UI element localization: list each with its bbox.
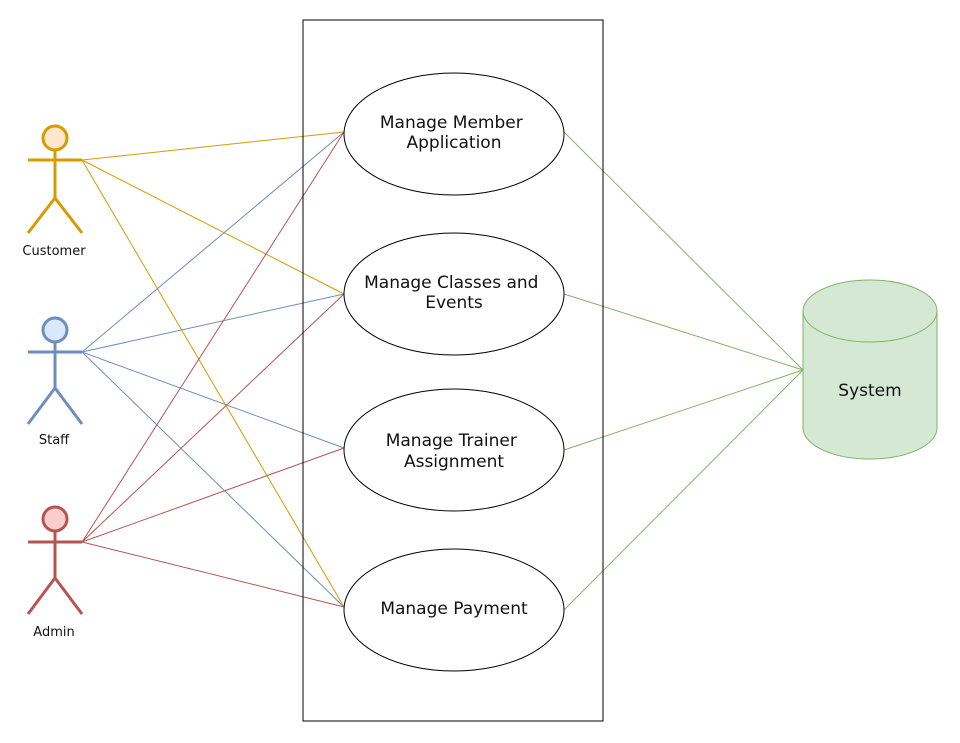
use-case-ellipse: [343, 548, 565, 672]
use-case-member[interactable]: Manage Member Application: [343, 72, 565, 196]
actor-staff[interactable]: [26, 316, 84, 425]
use-case-label-line: Manage Trainer: [386, 431, 517, 451]
association-line-system-classes: [563, 293, 804, 371]
association-line-admin-payment: [81, 541, 345, 608]
association-line-staff-payment: [81, 351, 345, 608]
system-cylinder-body: [802, 311, 938, 460]
use-case-classes[interactable]: Manage Classes and Events: [343, 232, 565, 356]
system-label: System: [838, 381, 901, 401]
use-case-label-line: Assignment: [404, 452, 504, 472]
association-line-customer-member: [81, 131, 345, 161]
use-case-label-line: Manage Member: [380, 113, 523, 133]
actor-label-customer: Customer: [22, 244, 86, 259]
actor-customer[interactable]: [26, 124, 84, 234]
actor-admin[interactable]: [26, 505, 84, 615]
use-case-ellipse: [343, 232, 565, 356]
actor-head: [41, 505, 69, 533]
association-line-admin-classes: [81, 293, 345, 543]
system-database[interactable]: System: [802, 279, 938, 460]
actor-leg-right: [53, 577, 84, 615]
use-case-ellipse: [343, 388, 565, 512]
association-line-customer-payment: [81, 159, 345, 608]
association-line-system-member: [563, 131, 804, 371]
use-case-trainer[interactable]: Manage Trainer Assignment: [343, 388, 565, 512]
use-case-payment[interactable]: Manage Payment: [343, 548, 565, 672]
association-lines: [81, 131, 804, 611]
actor-leg-right: [53, 197, 84, 234]
actor-head: [41, 124, 69, 152]
use-case-ellipse: [343, 72, 565, 196]
actor-leg-right: [53, 387, 84, 425]
actor-leg-left: [26, 197, 57, 234]
use-case-label-line: Manage Classes and: [364, 273, 538, 293]
association-line-system-payment: [563, 369, 804, 611]
actor-label-admin: Admin: [33, 625, 74, 640]
use-case-label-line: Application: [407, 133, 502, 153]
actor-leg-left: [26, 577, 57, 615]
use-case-label-line: Events: [425, 293, 483, 313]
association-line-staff-trainer: [81, 351, 345, 449]
actor-label-staff: Staff: [39, 433, 70, 448]
use-case-label: Manage Trainer Assignment: [386, 431, 523, 472]
association-line-admin-trainer: [81, 447, 345, 543]
actor-leg-left: [26, 387, 57, 425]
system-boundary: [302, 19, 604, 722]
system-cylinder-top: [802, 279, 938, 343]
use-case-label: Manage Payment: [380, 599, 528, 619]
association-line-customer-classes: [81, 159, 345, 295]
use-case-label: Manage Classes and Events: [364, 273, 544, 313]
actor-head: [41, 316, 69, 344]
association-line-staff-classes: [81, 293, 345, 353]
association-line-system-trainer: [563, 369, 804, 451]
use-case-label: Manage Member Application: [380, 113, 528, 153]
association-line-admin-member: [81, 131, 345, 543]
association-line-staff-member: [81, 131, 345, 353]
